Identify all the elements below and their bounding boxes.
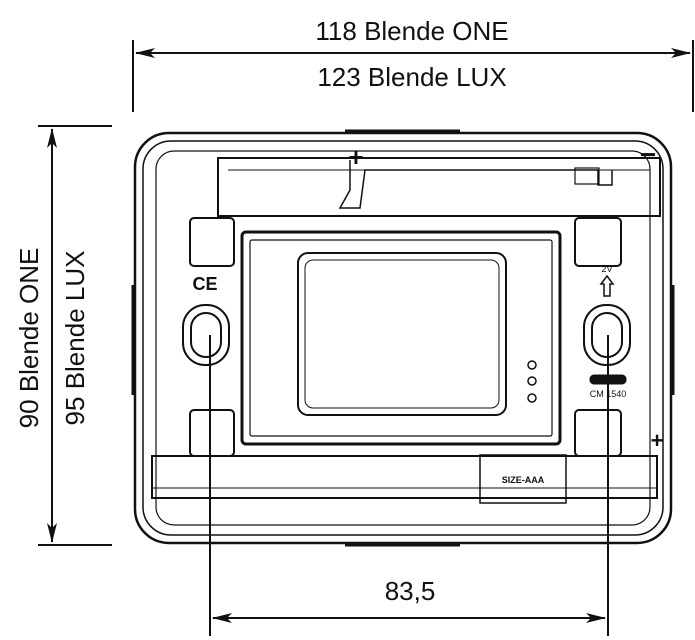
led-dot-1 (527, 360, 537, 370)
mounting-hole-left-inner (190, 312, 222, 358)
hole-spacing-dimension: 83,5 (209, 335, 609, 636)
led-dot-2 (527, 376, 537, 386)
battery-label-box (479, 454, 567, 504)
corner-block-top-left (189, 217, 235, 267)
plus-top-label: + (348, 142, 363, 172)
device-outer-frame (133, 131, 673, 545)
width-label-one: 118 Blende ONE (315, 16, 508, 46)
display-screen (297, 252, 507, 416)
upper-strip-clip (574, 167, 600, 185)
device-inner-frame (142, 140, 664, 536)
display-module-inner (249, 239, 553, 437)
corner-block-bottom-left (189, 409, 235, 457)
mounting-hole-left-outer (182, 304, 230, 366)
ce-mark: CE (192, 274, 217, 294)
height-dimension: 90 Blende ONE 95 Blende LUX (14, 125, 112, 546)
corner-block-bottom-right (574, 409, 622, 457)
display-screen-inner (304, 259, 500, 409)
upper-strip-contact (338, 160, 613, 209)
up-arrow-icon (599, 274, 615, 297)
display-module-frame (240, 230, 562, 446)
device-body (131, 129, 675, 547)
upper-strip (217, 157, 661, 217)
plus-bottom-label: + (651, 428, 664, 453)
height-label-lux: 95 Blende LUX (60, 251, 90, 426)
side-small-label: 2V (601, 264, 612, 274)
hole-spacing-label: 83,5 (385, 576, 436, 606)
minus-top-label: − (640, 139, 656, 170)
lower-strip (151, 455, 658, 499)
battery-size-label: SIZE-AAA (502, 475, 545, 485)
device-inner-frame-2 (155, 150, 651, 526)
led-dot-3 (527, 393, 537, 403)
width-dimension: 118 Blende ONE 123 Blende LUX (132, 16, 694, 112)
height-label-one: 90 Blende ONE (14, 248, 44, 429)
width-label-lux: 123 Blende LUX (317, 62, 506, 92)
corner-block-top-right (574, 217, 622, 267)
